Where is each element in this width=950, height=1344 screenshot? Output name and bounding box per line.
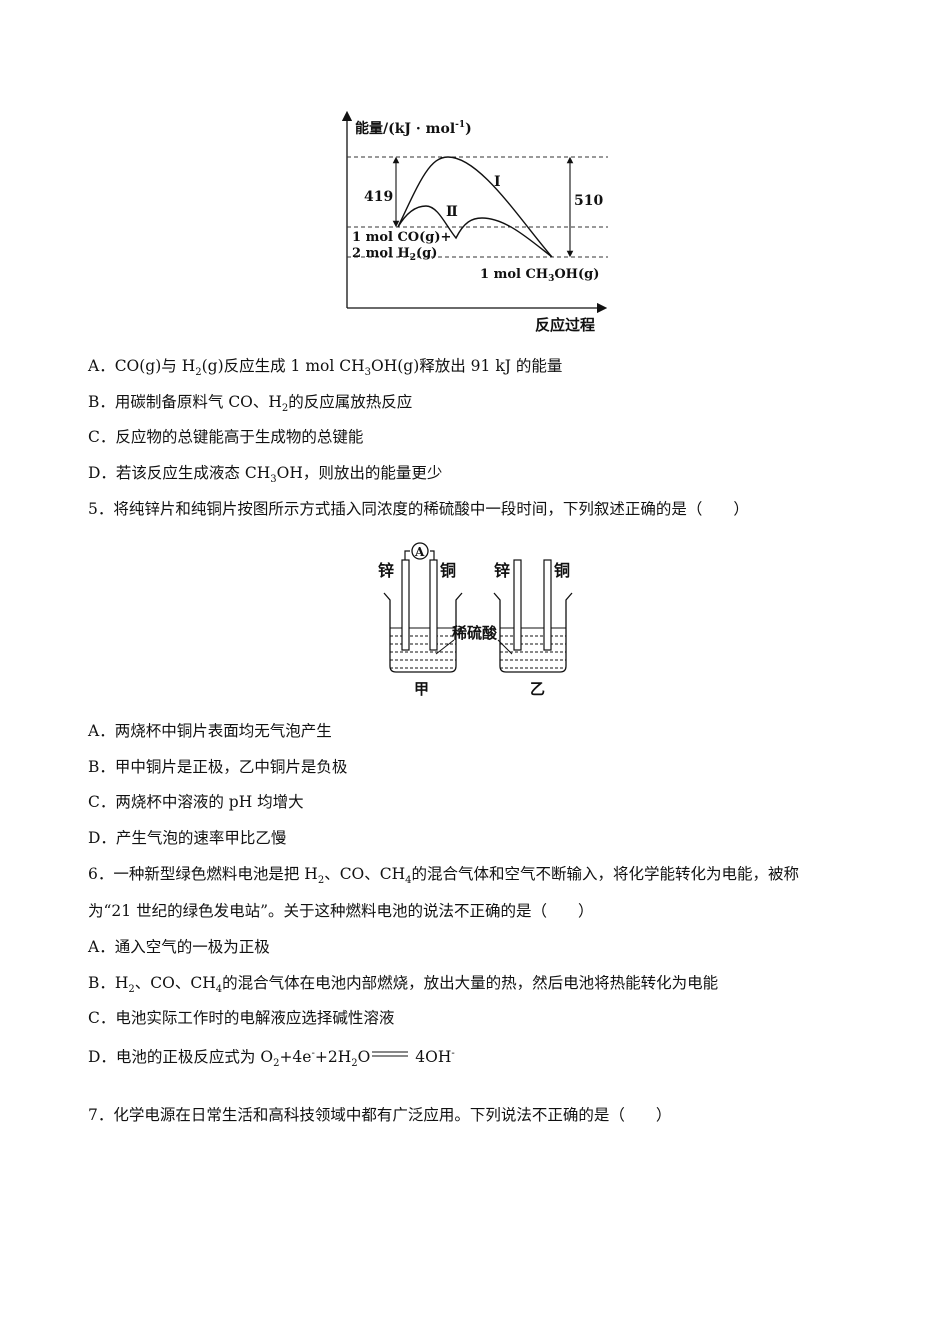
y-axis-label: 能量/(kJ · mol-1) [355, 120, 472, 137]
q6-option-c[interactable]: C．电池实际工作时的电解液应选择碱性溶液 [88, 1009, 395, 1027]
curve-I-label: Ⅰ [494, 174, 501, 190]
q4-option-b[interactable]: B．用碳制备原料气 CO、H2的反应属放热反应 [88, 393, 413, 415]
beaker-b-label: 乙 [530, 680, 545, 698]
reactant-label-line1: 1 mol CO(g)+ [352, 230, 451, 245]
q5-option-c[interactable]: C．两烧杯中溶液的 pH 均增大 [88, 793, 304, 811]
zinc-label-a: 锌 [378, 561, 394, 580]
product-label: 1 mol CH3OH(g) [480, 267, 599, 284]
q5-option-b[interactable]: B．甲中铜片是正极，乙中铜片是负极 [88, 758, 348, 776]
q5-stem: 5．将纯锌片和纯铜片按图所示方式插入同浓度的稀硫酸中一段时间，下列叙述正确的是（… [88, 500, 749, 518]
curve-I [397, 156, 553, 258]
q6-stem-line1: 6．一种新型绿色燃料电池是把 H2、CO、CH4的混合气体和空气不断输入，将化学… [88, 865, 800, 887]
ammeter-icon [411, 542, 429, 560]
equals-sign-icon [372, 1051, 409, 1057]
copper-label-a: 铜 [440, 561, 456, 580]
q6-option-a[interactable]: A．通入空气的一极为正极 [88, 938, 270, 956]
ammeter-label: A [414, 545, 425, 559]
curve-II [397, 205, 553, 258]
zinc-label-b: 锌 [494, 561, 510, 580]
copper-electrode-a [429, 559, 438, 651]
q6-option-d[interactable]: D．电池的正极反应式为 O2+4e-+2H2O 4OH- [88, 1047, 455, 1070]
curve-II-label: Ⅱ [446, 204, 458, 220]
q4-option-c[interactable]: C．反应物的总键能高于生成物的总键能 [88, 428, 364, 446]
beaker-a-label: 甲 [414, 680, 429, 698]
value-419: 419 [364, 189, 393, 205]
q5-option-a[interactable]: A．两烧杯中铜片表面均无气泡产生 [88, 722, 332, 740]
x-axis-label: 反应过程 [535, 316, 595, 334]
q6-option-b[interactable]: B．H2、CO、CH4的混合气体在电池内部燃烧，放出大量的热，然后电池将热能转化… [88, 974, 719, 996]
value-510: 510 [574, 193, 603, 209]
wire [404, 550, 410, 560]
copper-electrode-b [543, 559, 552, 651]
q7-stem: 7．化学电源在日常生活和高科技领域中都有广泛应用。下列说法不正确的是（ ） [88, 1106, 672, 1124]
beaker-diagram: A 锌 铜 甲 锌 铜 乙 稀硫酸 [378, 542, 573, 698]
copper-label-b: 铜 [554, 561, 570, 580]
energy-diagram: 能量/(kJ · mol-1) 反应过程 419 510 Ⅰ Ⅱ 1 mol C… [341, 110, 608, 334]
q4-option-a[interactable]: A．CO(g)与 H2(g)反应生成 1 mol CH3OH(g)释放出 91 … [88, 357, 563, 379]
acid-label: 稀硫酸 [452, 624, 498, 642]
zinc-electrode-a [401, 559, 410, 651]
zinc-electrode-b [513, 559, 522, 651]
q6-stem-line2: 为“21 世纪的绿色发电站”。关于这种燃料电池的说法不正确的是（ ） [88, 902, 594, 920]
reactant-label-line2: 2 mol H2(g) [352, 246, 437, 263]
q5-option-d[interactable]: D．产生气泡的速率甲比乙慢 [88, 829, 287, 847]
q4-option-d[interactable]: D．若该反应生成液态 CH3OH，则放出的能量更少 [88, 464, 443, 486]
